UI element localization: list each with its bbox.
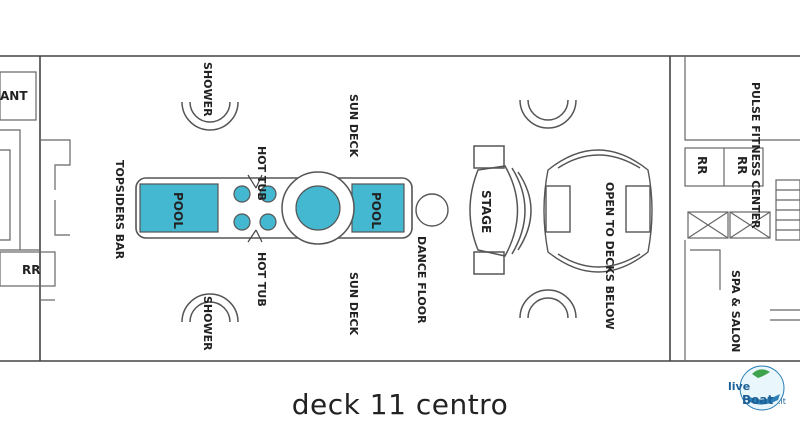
label-spa-salon: SPA & SALON bbox=[729, 270, 742, 352]
label-shower-top: SHOWER bbox=[201, 62, 214, 117]
label-rr-left: RR bbox=[22, 263, 40, 277]
label-rr-right-1: RR bbox=[695, 156, 709, 174]
liveboat-logo: live Boat .it bbox=[728, 365, 786, 411]
label-restaurant: ANT bbox=[0, 89, 28, 103]
logo-suffix-text: .it bbox=[778, 397, 786, 406]
label-pool-right: POOL bbox=[369, 192, 383, 229]
shower-bottom-arc bbox=[181, 293, 239, 323]
label-dance-floor: DANCE FLOOR bbox=[415, 236, 428, 324]
label-stage: STAGE bbox=[479, 190, 493, 233]
label-topsiders-bar: TOPSIDERS BAR bbox=[113, 160, 126, 260]
shower-top-arc bbox=[181, 101, 239, 131]
dance-floor-circle bbox=[415, 193, 449, 227]
atrium bbox=[543, 149, 653, 273]
page-caption: deck 11 centro bbox=[291, 388, 509, 421]
central-pool bbox=[295, 185, 341, 231]
arc-bottom-right bbox=[519, 289, 577, 319]
label-pulse-fitness-center: PULSE FITNESS CENTER bbox=[749, 82, 762, 229]
label-shower-bottom: SHOWER bbox=[201, 296, 214, 351]
label-pool-left: POOL bbox=[171, 192, 185, 229]
logo-live-text: live bbox=[728, 380, 750, 393]
pool-left bbox=[139, 183, 219, 233]
label-open-to-decks-below: OPEN TO DECKS BELOW bbox=[603, 182, 616, 330]
label-hot-tub-bottom: HOT TUB bbox=[255, 252, 268, 307]
deck-outline bbox=[0, 55, 800, 362]
label-hot-tub-top: HOT TUB bbox=[255, 146, 268, 201]
label-rr-right-2: RR bbox=[735, 156, 749, 174]
pool-complex bbox=[135, 171, 413, 245]
label-sun-deck-top: SUN DECK bbox=[347, 94, 360, 158]
left-rooms bbox=[0, 71, 71, 301]
arc-top-right bbox=[519, 99, 577, 129]
right-rooms bbox=[684, 56, 800, 361]
stage-area bbox=[469, 145, 532, 275]
logo-boat-text: Boat bbox=[742, 393, 773, 407]
label-sun-deck-bottom: SUN DECK bbox=[347, 272, 360, 336]
